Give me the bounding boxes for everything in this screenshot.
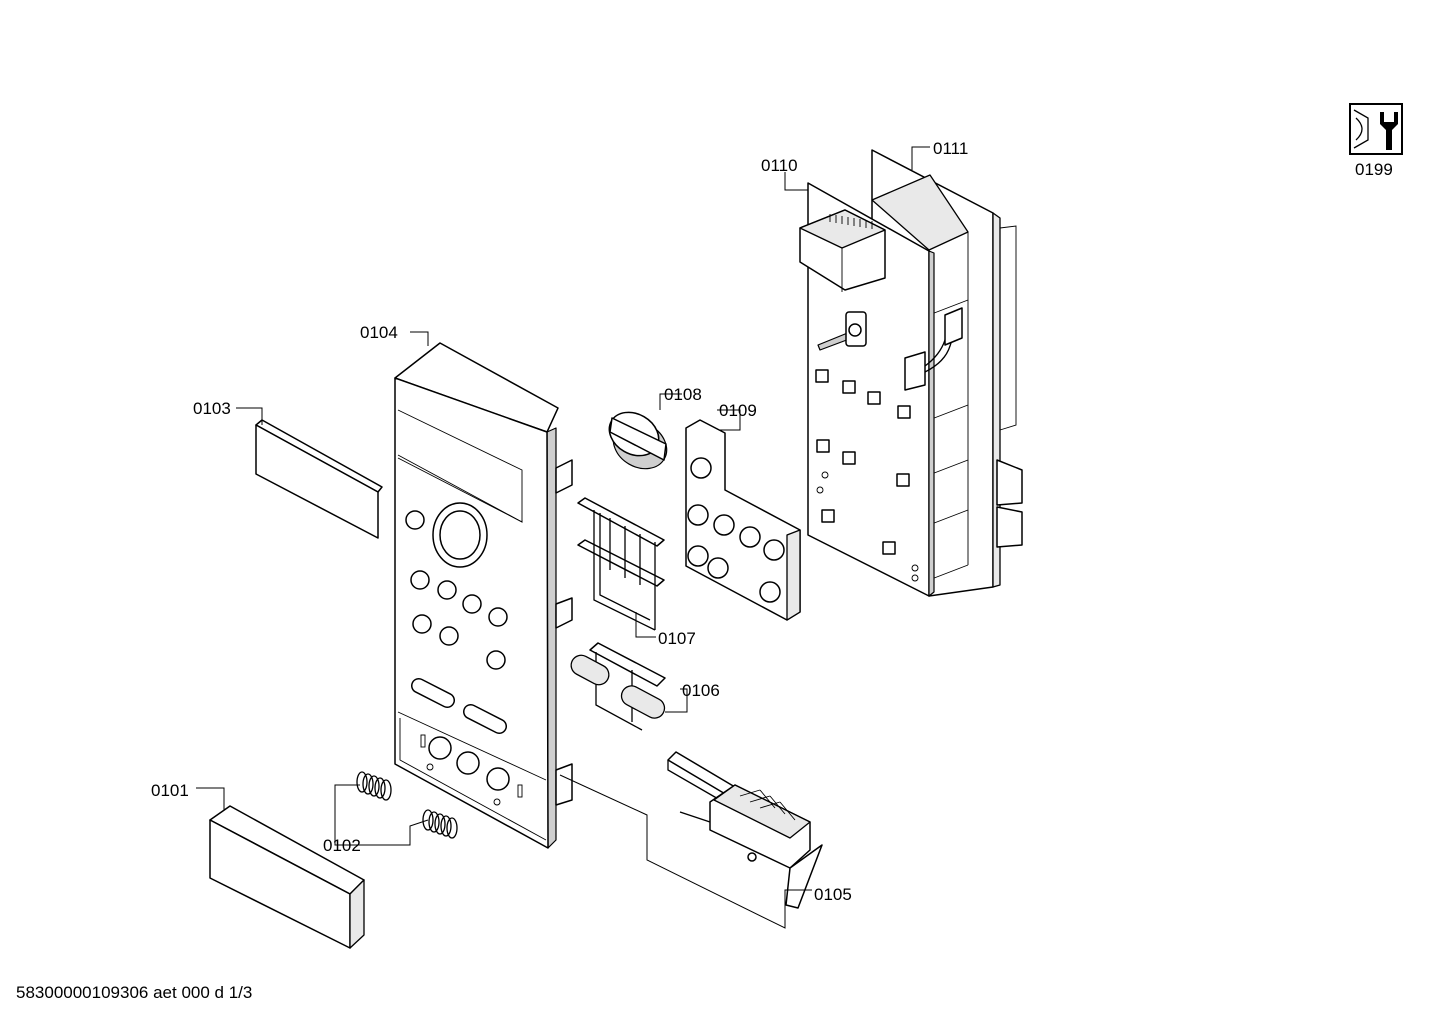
label-0101: 0101	[151, 781, 189, 800]
label-0104: 0104	[360, 323, 398, 342]
carrier-keys	[687, 457, 785, 603]
part-0102-springs	[356, 771, 458, 839]
part-0110-circuit-board	[799, 182, 963, 597]
part-0103-display-window	[255, 419, 383, 539]
part-0109-key-carrier	[685, 419, 801, 621]
label-0105: 0105	[814, 885, 852, 904]
label-0111: 0111	[933, 139, 968, 158]
label-0103: 0103	[193, 399, 231, 418]
label-0110: 0110	[761, 156, 798, 175]
document-code: 58300000109306 aet 000 d 1/3	[16, 983, 252, 1002]
label-0199: 0199	[1355, 160, 1393, 179]
label-0107: 0107	[658, 629, 696, 648]
board-switches	[815, 369, 911, 555]
part-0106-levers	[570, 642, 666, 731]
part-0107-key-frame	[577, 497, 665, 631]
label-0108: 0108	[664, 385, 702, 404]
part-0105-latch	[667, 751, 823, 909]
part-0101-door-button	[209, 805, 365, 949]
label-0106: 0106	[682, 681, 720, 700]
part-0104-control-panel	[394, 342, 573, 849]
panel-buttons	[405, 502, 523, 806]
service-tool-icon	[1349, 103, 1403, 155]
part-0108-knob	[608, 411, 668, 470]
label-0102: 0102	[323, 836, 361, 855]
leader-lines	[196, 146, 930, 929]
label-0109: 0109	[719, 401, 757, 420]
